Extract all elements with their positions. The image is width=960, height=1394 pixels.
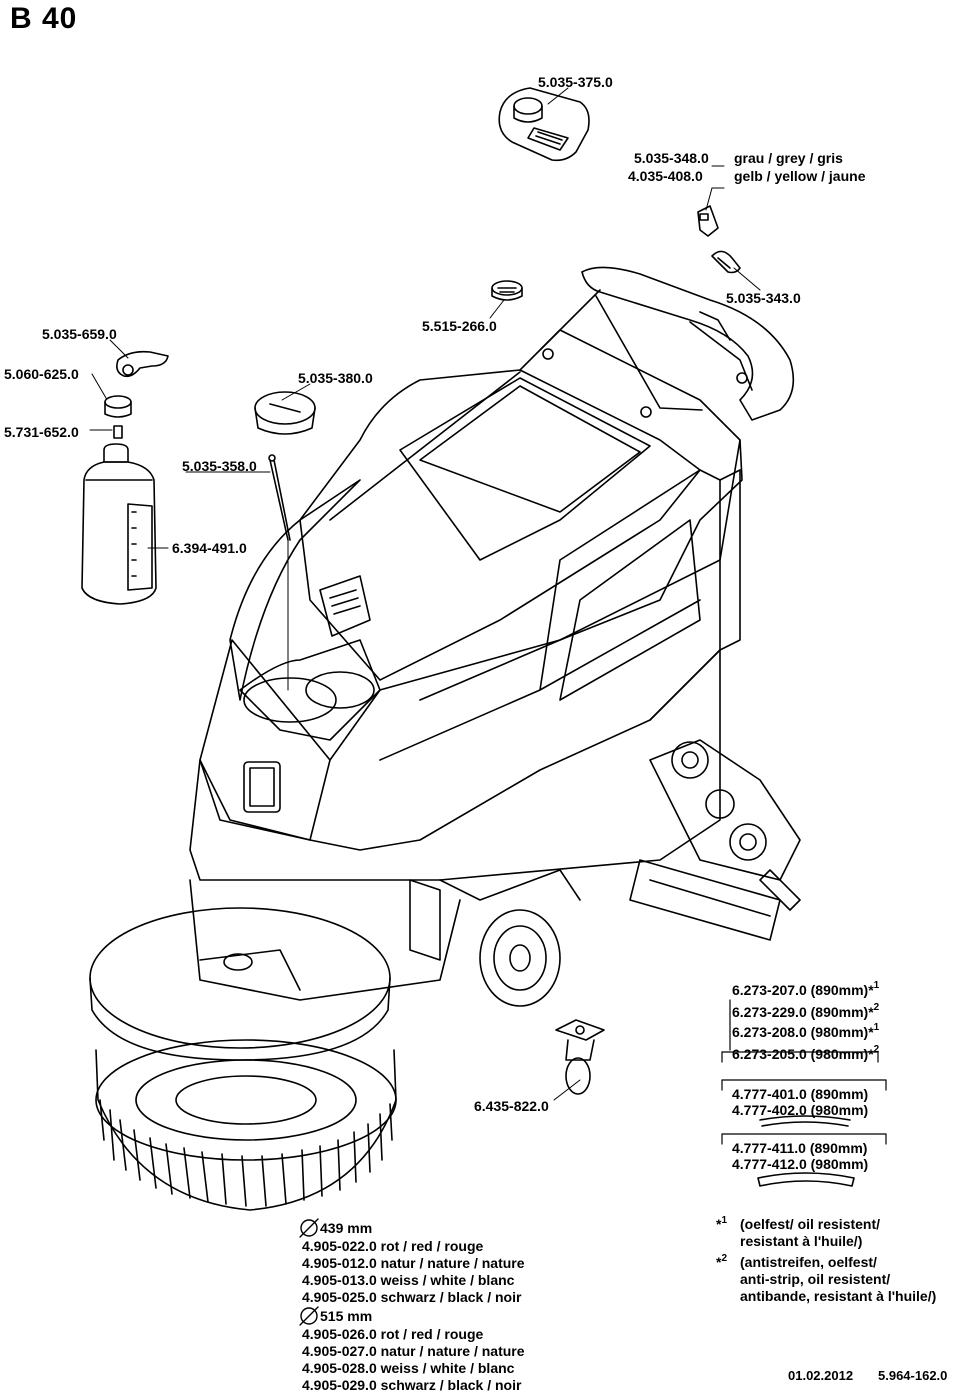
part-label: 5.035-343.0 [726, 290, 801, 306]
part-label: 5.035-375.0 [538, 74, 613, 90]
footnote-2-marker: *2 [716, 1253, 728, 1270]
part-label: 5.035-358.0 [182, 458, 257, 474]
brush-item: 4.905-012.0 natur / nature / nature [302, 1255, 525, 1271]
squeegee-item: 4.777-411.0 (890mm) [732, 1140, 868, 1156]
part-label: 5.060-625.0 [4, 366, 79, 382]
filter-basket-part [254, 391, 316, 541]
machine-body [89, 266, 801, 1211]
squeegee-blade-icons [757, 1115, 855, 1187]
part-label: 5.035-380.0 [298, 370, 373, 386]
squeegee-item: 6.273-205.0 (980mm)*2 [732, 1044, 880, 1062]
squeegee-brackets [721, 999, 887, 1145]
brush-item: 4.905-028.0 weiss / white / blanc [302, 1360, 515, 1376]
footnote-2: (antistreifen, oelfest/ anti-strip, oil … [740, 1254, 937, 1304]
small-filter-part [491, 280, 523, 301]
brush-list-439: 4.905-022.0 rot / red / rouge 4.905-012.… [302, 1238, 525, 1306]
footer-doc-number: 5.964-162.0 [878, 1368, 948, 1383]
diameter-icon [299, 1306, 319, 1326]
leader-lines [89, 87, 761, 1101]
brush-item: 4.905-025.0 schwarz / black / noir [302, 1289, 522, 1305]
squeegee-item: 6.273-229.0 (890mm)*2 [732, 1002, 880, 1020]
part-label: 5.515-266.0 [422, 318, 497, 334]
brush-item: 4.905-022.0 rot / red / rouge [302, 1238, 484, 1254]
diameter-icon [299, 1218, 319, 1238]
part-label: 5.731-652.0 [4, 424, 79, 440]
brush-list-515: 4.905-026.0 rot / red / rouge 4.905-027.… [302, 1326, 525, 1394]
brush-item: 4.905-026.0 rot / red / rouge [302, 1326, 484, 1342]
brush-diameter-439: 439 mm [320, 1220, 373, 1236]
brush-item: 4.905-029.0 schwarz / black / noir [302, 1377, 522, 1393]
dosing-parts [81, 350, 169, 605]
filter-cap-part [498, 87, 590, 162]
part-label: 6.394-491.0 [172, 540, 247, 556]
part-label: 6.435-822.0 [474, 1098, 549, 1114]
footer-date: 01.02.2012 [788, 1368, 854, 1383]
page-title: B 40 [10, 2, 78, 35]
part-label: 5.035-348.0 [634, 150, 709, 166]
squeegee-item: 6.273-207.0 (890mm)*1 [732, 980, 880, 998]
squeegee-item: 4.777-401.0 (890mm) [732, 1086, 869, 1102]
part-label: 4.035-408.0 [628, 168, 703, 184]
part-label: 5.035-659.0 [42, 326, 117, 342]
brush-item: 4.905-013.0 weiss / white / blanc [302, 1272, 515, 1288]
part-color: gelb / yellow / jaune [734, 168, 866, 184]
footnote-1: (oelfest/ oil resistent/ resistant à l'h… [740, 1216, 881, 1249]
brush-diameter-515: 515 mm [320, 1308, 373, 1324]
footnote-1-marker: *1 [716, 1215, 728, 1232]
part-color: grau / grey / gris [734, 150, 843, 166]
brush-item: 4.905-027.0 natur / nature / nature [302, 1343, 525, 1359]
squeegee-item: 4.777-412.0 (980mm) [732, 1156, 869, 1172]
squeegee-item: 4.777-402.0 (980mm) [732, 1102, 869, 1118]
key-parts [697, 205, 741, 274]
squeegee-item: 6.273-208.0 (980mm)*1 [732, 1022, 880, 1040]
